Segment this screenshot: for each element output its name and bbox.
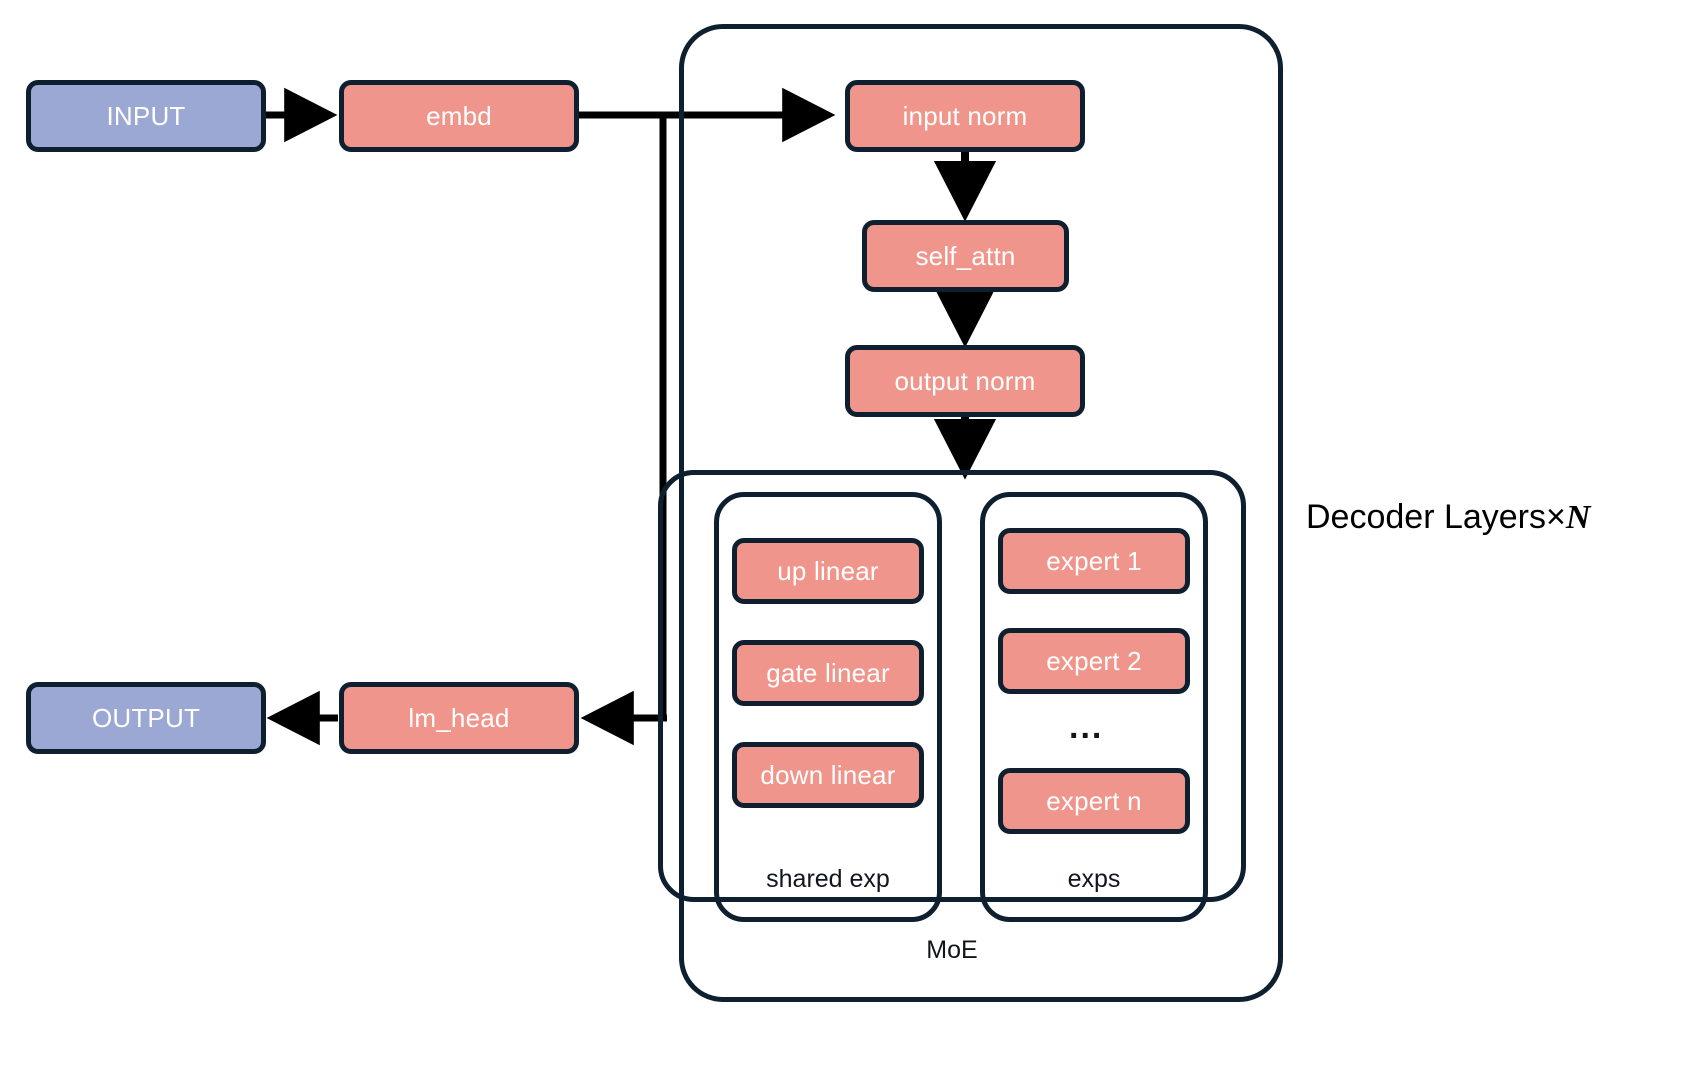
node-up-linear[interactable]: up linear [732, 538, 924, 604]
decoder-layers-prefix-text: Decoder Layers× [1306, 498, 1566, 536]
node-up-linear-label: up linear [777, 556, 879, 586]
node-down-linear-label: down linear [760, 760, 896, 790]
node-input-norm[interactable]: input norm [845, 80, 1085, 152]
decoder-layers-variable-text: N [1565, 499, 1591, 536]
node-lm-head-label: lm_head [408, 703, 510, 733]
node-expert-n[interactable]: expert n [998, 768, 1190, 834]
node-down-linear[interactable]: down linear [732, 742, 924, 808]
node-expert-2[interactable]: expert 2 [998, 628, 1190, 694]
node-output-norm[interactable]: output norm [845, 345, 1085, 417]
node-output-label: OUTPUT [91, 703, 201, 733]
node-self-attn-label: self_attn [915, 241, 1016, 271]
shared-exp-container [714, 492, 942, 922]
node-gate-linear-label: gate linear [766, 658, 890, 688]
node-lm-head[interactable]: lm_head [339, 682, 579, 754]
node-expert-1-label: expert 1 [1046, 546, 1142, 576]
expert-ellipsis: ... [1069, 708, 1104, 746]
node-output-norm-label: output norm [894, 366, 1036, 396]
node-gate-linear[interactable]: gate linear [732, 640, 924, 706]
node-expert-1[interactable]: expert 1 [998, 528, 1190, 594]
node-expert-2-label: expert 2 [1046, 646, 1142, 676]
node-input-norm-label: input norm [902, 101, 1028, 131]
shared-exp-label: shared exp [766, 865, 890, 893]
exps-container [980, 492, 1208, 922]
moe-label: MoE [926, 936, 978, 964]
branch-embd-to-lm-head [580, 115, 667, 746]
node-input-label: INPUT [106, 101, 186, 131]
node-self-attn[interactable]: self_attn [862, 220, 1069, 292]
node-embd[interactable]: embd [339, 80, 579, 152]
node-expert-n-label: expert n [1046, 786, 1142, 816]
node-input[interactable]: INPUT [26, 80, 266, 152]
node-output[interactable]: OUTPUT [26, 682, 266, 754]
exps-label: exps [1067, 865, 1121, 893]
node-embd-label: embd [426, 101, 492, 131]
decoder-layers-annotation: Decoder Layers×N [1306, 500, 1590, 535]
decoder-layers-container [679, 24, 1283, 1002]
